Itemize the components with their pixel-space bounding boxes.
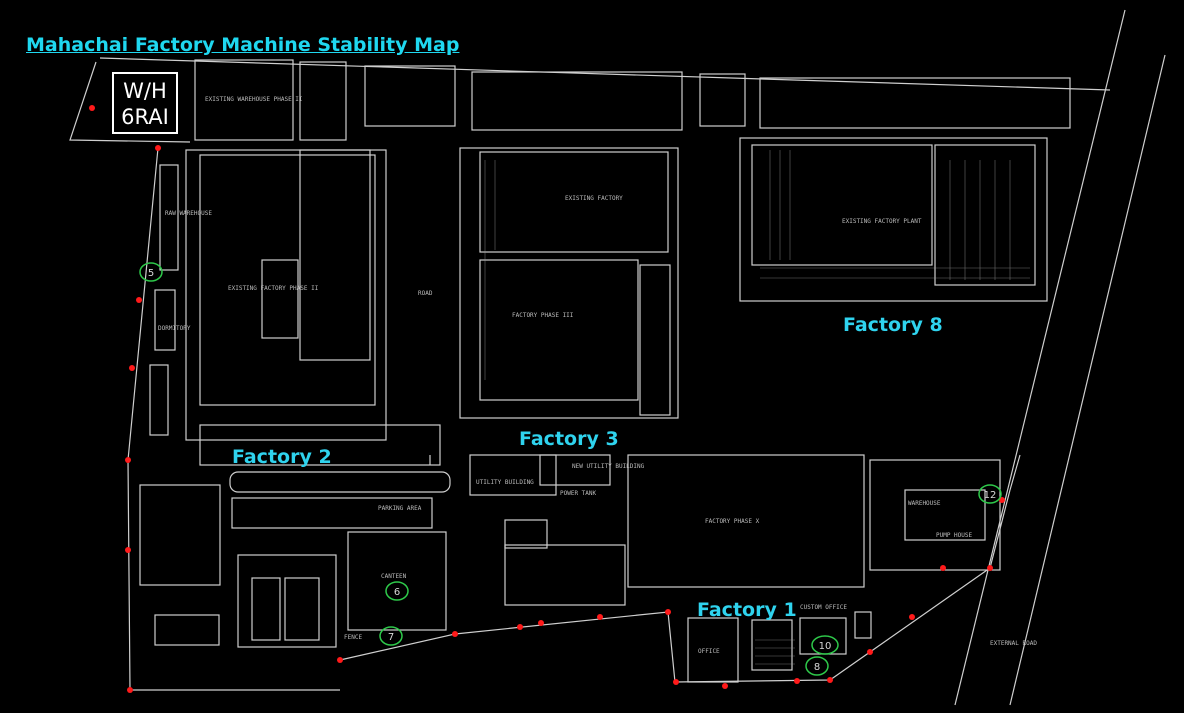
plan-text-existing-factory: EXISTING FACTORY: [565, 195, 623, 202]
canteen-outline: [347, 531, 447, 631]
plan-text-custom-office: CUSTOM OFFICE: [800, 604, 847, 611]
warehouse-6rai-block: W/H 6RAI: [112, 72, 178, 134]
factory8-outline: [739, 137, 1048, 302]
external-road-east: [1009, 54, 1166, 706]
warehouse-size: 6RAI: [121, 105, 169, 129]
marker-label-6: 6: [394, 587, 400, 598]
plan-text-power-tank: POWER TANK: [560, 490, 597, 497]
factory-8-label[interactable]: Factory 8: [843, 314, 943, 336]
marker-label-8: 8: [814, 662, 820, 673]
marker-circle-12: [978, 484, 1002, 504]
plan-text-office: OFFICE: [698, 648, 720, 655]
plan-text-external-road: EXTERNAL ROAD: [990, 640, 1037, 647]
plan-text-warehouse: EXISTING WAREHOUSE PHASE II: [205, 96, 303, 103]
factory2-outline: [185, 149, 387, 441]
plan-text-warehouse-east: WAREHOUSE: [908, 500, 941, 507]
factory-1-label[interactable]: Factory 1: [697, 599, 797, 621]
plan-text-raw-warehouse: RAW WAREHOUSE: [165, 210, 212, 217]
plan-text-parking: PARKING AREA: [378, 505, 422, 512]
plan-text-factory-plant: EXISTING FACTORY PLANT: [842, 218, 922, 225]
marker-label-12: 12: [984, 490, 997, 501]
plan-text-canteen: CANTEEN: [381, 573, 407, 580]
factory-3-label[interactable]: Factory 3: [519, 428, 619, 450]
north-road-line: [99, 57, 1111, 91]
plan-text-pump-house: PUMP HOUSE: [936, 532, 973, 539]
northwest-edge: [69, 61, 191, 143]
factory3-outline: [459, 147, 679, 419]
factory1-outline: [627, 454, 865, 588]
factory-2-label[interactable]: Factory 2: [232, 446, 332, 468]
plan-text-new-utility: NEW UTILITY BUILDING: [572, 463, 645, 470]
marker-circle-7: [379, 626, 403, 646]
marker-circle-8: [805, 656, 829, 676]
external-road-west: [954, 9, 1126, 706]
south-fence: [339, 489, 1011, 683]
marker-circle-5: [139, 262, 163, 282]
marker-label-5: 5: [148, 268, 154, 279]
warehouse-phase2-outline: [194, 59, 294, 141]
plan-text-factory2: EXISTING FACTORY PHASE II: [228, 285, 319, 292]
map-title-link[interactable]: Mahachai Factory Machine Stability Map: [26, 34, 460, 56]
plan-text-phase-x: FACTORY PHASE X: [705, 518, 760, 525]
plan-text-utility: UTILITY BUILDING: [476, 479, 534, 486]
plan-text-dormitory: DORMITORY: [158, 325, 191, 332]
marker-label-10: 10: [819, 641, 832, 652]
plan-text-phase3: FACTORY PHASE III: [512, 312, 574, 319]
marker-label-7: 7: [388, 632, 394, 643]
warehouse-code: W/H: [123, 79, 167, 103]
plan-text-fence: FENCE: [344, 634, 363, 641]
west-fence: [127, 147, 340, 691]
marker-circle-6: [385, 581, 409, 601]
marker-circle-10: [811, 635, 839, 655]
plan-text-road: ROAD: [418, 290, 433, 297]
